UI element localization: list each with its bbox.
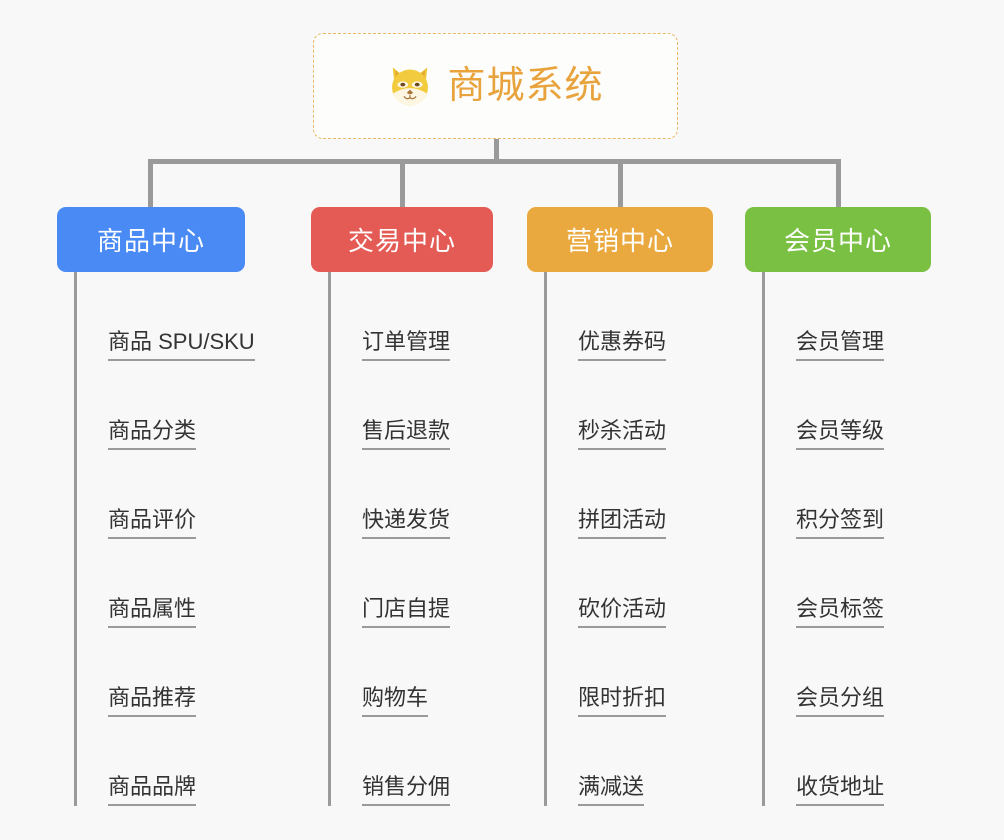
list-item[interactable]: 会员标签: [765, 539, 931, 628]
category-column-1: 商品中心 商品 SPU/SKU 商品分类 商品评价 商品属性 商品推荐 商品品牌: [57, 207, 255, 806]
leaf-list-2: 订单管理 售后退款 快递发货 门店自提 购物车 销售分佣: [328, 272, 493, 806]
list-item[interactable]: 优惠券码: [547, 272, 713, 361]
leaf-label: 售后退款: [362, 417, 451, 450]
list-item[interactable]: 购物车: [331, 628, 493, 717]
root-node[interactable]: 商城系统: [313, 33, 678, 139]
list-item[interactable]: 积分签到: [765, 450, 931, 539]
category-header-2[interactable]: 交易中心: [311, 207, 493, 272]
connector-root-stem: [494, 139, 499, 161]
leaf-list-4: 会员管理 会员等级 积分签到 会员标签 会员分组 收货地址: [762, 272, 931, 806]
list-item[interactable]: 订单管理: [331, 272, 493, 361]
leaf-label: 商品属性: [108, 595, 197, 628]
leaf-label: 满减送: [578, 773, 645, 806]
leaf-list-3: 优惠券码 秒杀活动 拼团活动 砍价活动 限时折扣 满减送: [544, 272, 713, 806]
connector-horizontal-bus: [150, 159, 839, 164]
shiba-dog-face-icon: [392, 67, 429, 106]
leaf-label: 商品分类: [108, 417, 197, 450]
leaf-label: 商品品牌: [108, 773, 197, 806]
list-item[interactable]: 秒杀活动: [547, 361, 713, 450]
leaf-label: 秒杀活动: [578, 417, 667, 450]
list-item[interactable]: 商品品牌: [77, 717, 245, 806]
leaf-label: 销售分佣: [362, 773, 451, 806]
leaf-label: 收货地址: [796, 773, 885, 806]
category-column-4: 会员中心 会员管理 会员等级 积分签到 会员标签 会员分组 收货地址: [745, 207, 931, 806]
root-title: 商城系统: [447, 65, 604, 107]
list-item[interactable]: 收货地址: [765, 717, 931, 806]
category-label-1: 商品中心: [96, 226, 205, 256]
leaf-label: 订单管理: [362, 328, 451, 361]
leaf-label: 积分签到: [796, 506, 885, 539]
category-label-2: 交易中心: [347, 226, 456, 256]
list-item[interactable]: 商品分类: [77, 361, 245, 450]
category-header-1[interactable]: 商品中心: [57, 207, 245, 272]
connector-drop-1: [148, 159, 153, 208]
list-item[interactable]: 商品属性: [77, 539, 245, 628]
leaf-label: 会员分组: [796, 684, 885, 717]
leaf-label: 会员等级: [796, 417, 885, 450]
category-label-3: 营销中心: [565, 226, 674, 256]
leaf-label: 限时折扣: [578, 684, 667, 717]
leaf-label: 会员标签: [796, 595, 885, 628]
list-item[interactable]: 快递发货: [331, 450, 493, 539]
list-item[interactable]: 满减送: [547, 717, 713, 806]
leaf-label: 商品评价: [108, 506, 197, 539]
list-item[interactable]: 售后退款: [331, 361, 493, 450]
category-column-3: 营销中心 优惠券码 秒杀活动 拼团活动 砍价活动 限时折扣 满减送: [527, 207, 713, 806]
category-column-2: 交易中心 订单管理 售后退款 快递发货 门店自提 购物车 销售分佣: [311, 207, 493, 806]
connector-drop-4: [836, 159, 841, 208]
list-item[interactable]: 限时折扣: [547, 628, 713, 717]
leaf-label: 砍价活动: [578, 595, 667, 628]
leaf-label: 购物车: [362, 684, 429, 717]
list-item[interactable]: 砍价活动: [547, 539, 713, 628]
leaf-label: 优惠券码: [578, 328, 667, 361]
list-item[interactable]: 门店自提: [331, 539, 493, 628]
category-header-4[interactable]: 会员中心: [745, 207, 931, 272]
connector-drop-2: [400, 159, 405, 208]
list-item[interactable]: 会员分组: [765, 628, 931, 717]
category-label-4: 会员中心: [783, 226, 892, 256]
leaf-label: 拼团活动: [578, 506, 667, 539]
list-item[interactable]: 商品推荐: [77, 628, 245, 717]
leaf-list-1: 商品 SPU/SKU 商品分类 商品评价 商品属性 商品推荐 商品品牌: [74, 272, 255, 806]
list-item[interactable]: 拼团活动: [547, 450, 713, 539]
leaf-label: 快递发货: [362, 506, 451, 539]
leaf-label: 商品 SPU/SKU: [108, 328, 255, 361]
list-item[interactable]: 会员管理: [765, 272, 931, 361]
list-item[interactable]: 商品 SPU/SKU: [77, 272, 255, 361]
list-item[interactable]: 商品评价: [77, 450, 245, 539]
leaf-label: 会员管理: [796, 328, 885, 361]
list-item[interactable]: 销售分佣: [331, 717, 493, 806]
leaf-label: 商品推荐: [108, 684, 197, 717]
connector-drop-3: [618, 159, 623, 208]
category-header-3[interactable]: 营销中心: [527, 207, 713, 272]
list-item[interactable]: 会员等级: [765, 361, 931, 450]
leaf-label: 门店自提: [362, 595, 451, 628]
